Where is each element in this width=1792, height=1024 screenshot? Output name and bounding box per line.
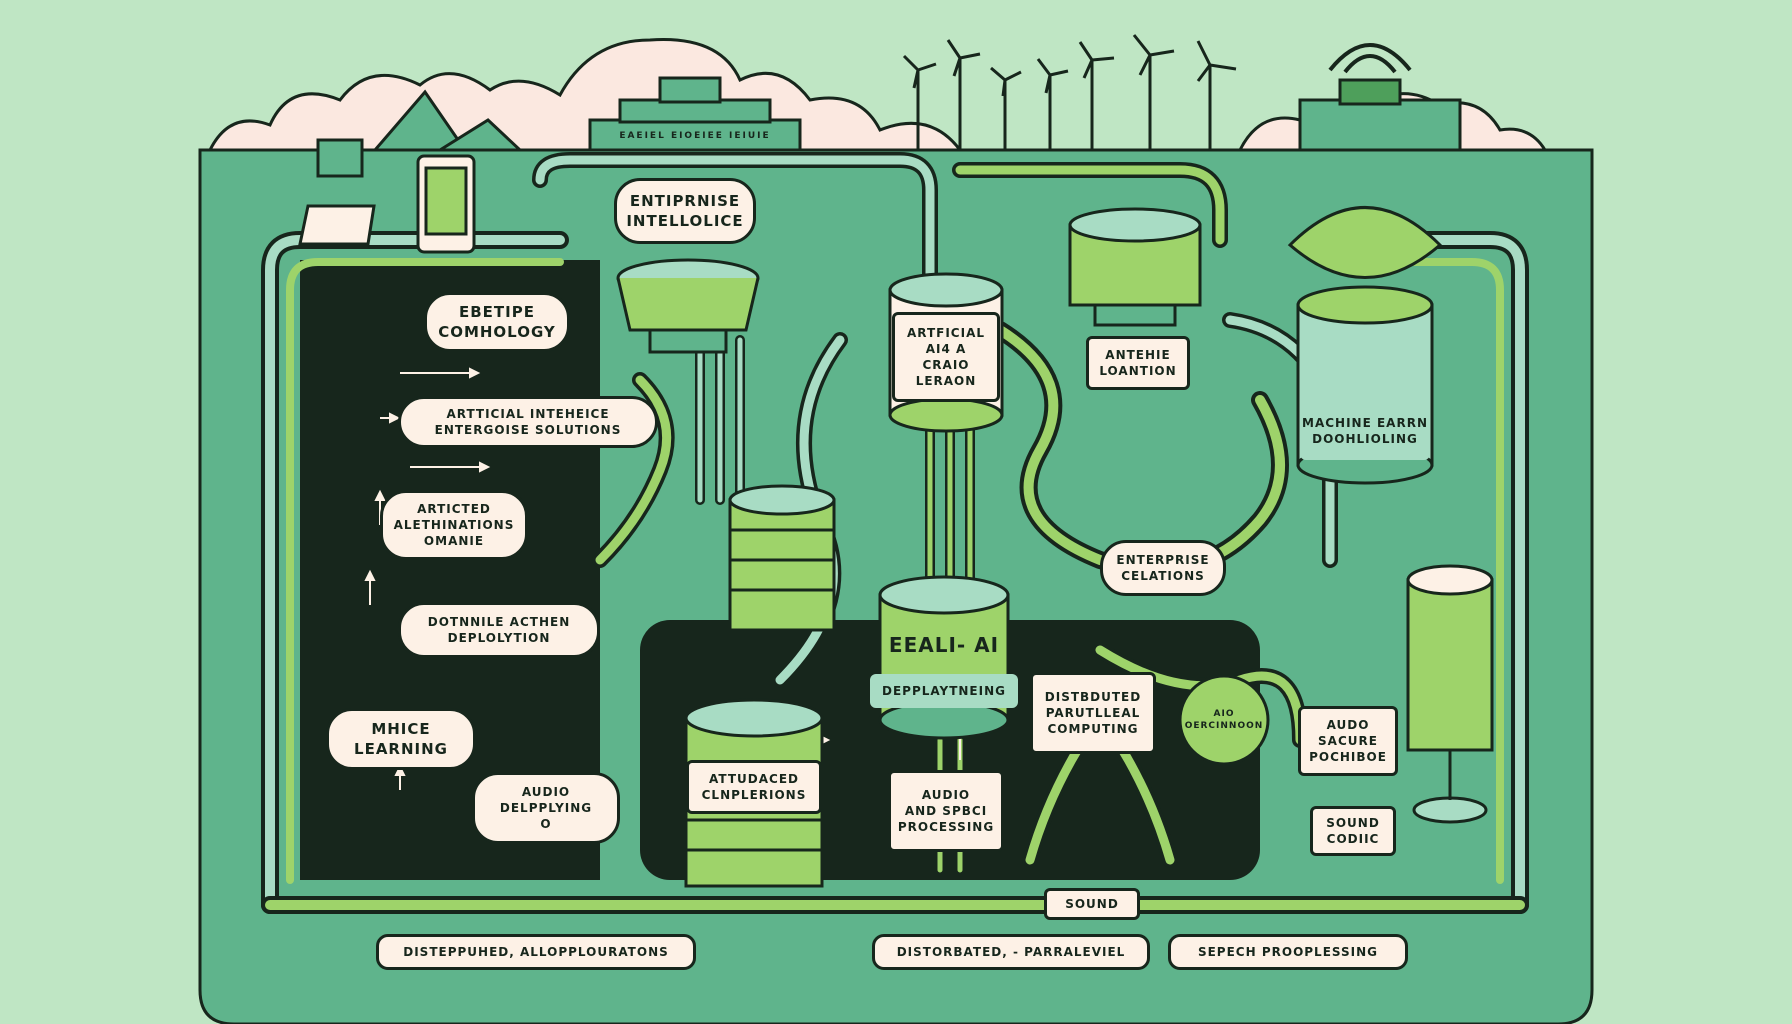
label-artificial-ai-learning: ARTFICIAL AI4 A CRAIO LERAON bbox=[892, 312, 1000, 402]
label-line: SOUND bbox=[1326, 816, 1380, 830]
label-line: CLNPLERIONS bbox=[701, 788, 807, 802]
label-line: SOUND bbox=[1065, 897, 1119, 911]
wind-turbines bbox=[902, 34, 1237, 150]
label-line: AUDIO bbox=[521, 785, 571, 799]
label-line: ALETHINATIONS bbox=[393, 518, 515, 532]
label-line: CRAIO bbox=[922, 358, 970, 372]
label-line: DISTEPPUHED, ALLOPPLOURATONS bbox=[403, 945, 669, 959]
label-line: ANTEHIE bbox=[1105, 348, 1171, 362]
label-bottom-mid: DISTORBATED, - PARRALEVIEL bbox=[872, 934, 1150, 970]
label-line: COMHOLOGY bbox=[438, 323, 556, 341]
label-line: ARTTICIAL INTEHEICE bbox=[446, 407, 610, 421]
label-edge-ai: EEALI- AI bbox=[884, 624, 1004, 666]
label-line: DOOHLIOLING bbox=[1312, 432, 1418, 446]
label-line: DOTNNILE ACTHEN bbox=[427, 615, 571, 629]
label-bottom-right: SEPECH PROOPLESSING bbox=[1168, 934, 1408, 970]
label-line: ENTIPRNISE bbox=[629, 192, 741, 210]
devices bbox=[298, 138, 476, 254]
label-sound-coding: SOUND CODIIC bbox=[1310, 806, 1396, 856]
label-line: SACURE bbox=[1318, 734, 1378, 748]
label-line: PROCESSING bbox=[897, 820, 995, 834]
label-line: LEARNING bbox=[354, 740, 448, 758]
label-line: DELPPLYING bbox=[499, 801, 593, 815]
label-line: EEALI- AI bbox=[888, 633, 1000, 657]
label-line: CELATIONS bbox=[1121, 569, 1205, 583]
label-line: DISTORBATED, - PARRALEVIEL bbox=[896, 945, 1126, 959]
mountains bbox=[371, 89, 524, 152]
label-enterprise-intelligence: ENTIPRNISE INTELLOLICE bbox=[614, 178, 756, 244]
ai-bubble-circle bbox=[1178, 674, 1270, 766]
label-enterprise-technology: EBETIPE COMHOLOGY bbox=[424, 292, 570, 352]
label-line: AUDIO bbox=[921, 788, 971, 802]
label-enterprise-relations: ENTERPRISE CELATIONS bbox=[1100, 540, 1226, 596]
label-line: ATTUDACED bbox=[709, 772, 799, 786]
label-line: POCHIBOE bbox=[1309, 750, 1387, 764]
label-line: AND SPBCI bbox=[904, 804, 988, 818]
label-audio-deploying: AUDIO DELPPLYING O bbox=[472, 772, 620, 844]
label-line: OERCINNOON bbox=[1184, 721, 1264, 731]
tower-center-stack bbox=[728, 484, 836, 632]
label-line: LOANTION bbox=[1099, 364, 1177, 378]
label-line: ENTERPRISE bbox=[1116, 553, 1210, 567]
label-line: EBETIPE bbox=[459, 303, 535, 321]
tower-top-right bbox=[1068, 207, 1202, 327]
label-line: ENTERGOISE SOLUTIONS bbox=[434, 423, 622, 437]
label-bottom-left: DISTEPPUHED, ALLOPPLOURATONS bbox=[376, 934, 696, 970]
label-sound: SOUND bbox=[1044, 888, 1140, 920]
label-line: ARTICTED bbox=[417, 502, 491, 516]
label-line: LERAON bbox=[915, 374, 977, 388]
label-distributed-parallel-computing: DISTBDUTED PARUTLLEAL COMPUTING bbox=[1030, 672, 1156, 754]
label-activated-completions: ATTUDACED CLNPLERIONS bbox=[686, 760, 822, 814]
label-ai-enterprise-solutions: ARTTICIAL INTEHEICE ENTERGOISE SOLUTIONS bbox=[398, 396, 658, 448]
label-line: DISTBDUTED bbox=[1044, 690, 1142, 704]
label-artificial-alternatives: ARTICTED ALETHINATIONS OMANIE bbox=[380, 490, 528, 560]
label-line: INTELLOLICE bbox=[626, 212, 744, 230]
label-line: SEPECH PROOPLESSING bbox=[1197, 945, 1379, 959]
label-audio-speech: AUDIO AND SPBCI PROCESSING bbox=[888, 770, 1004, 852]
label-line: AI4 A bbox=[925, 342, 967, 356]
tower-left-top bbox=[616, 258, 760, 354]
label-line: MACHINE EARRN bbox=[1302, 416, 1428, 430]
label-machine-learning-left: MHICE LEARNING bbox=[326, 708, 476, 770]
label-ai-bubble: AIO OERCINNOON bbox=[1185, 700, 1263, 740]
tower-right bbox=[1406, 564, 1494, 824]
label-line: CODIIC bbox=[1326, 832, 1380, 846]
label-line: AIO bbox=[1213, 709, 1235, 719]
label-machine-learning-right: MACHINE EARRN DOOHLIOLING bbox=[1300, 402, 1430, 460]
label-line: PARUTLLEAL bbox=[1045, 706, 1141, 720]
label-line: COMPUTING bbox=[1047, 722, 1139, 736]
label-deployment: DOTNNILE ACTHEN DEPLOLYTION bbox=[398, 602, 600, 658]
label-line: DEPPLAYTNEING bbox=[881, 684, 1006, 698]
label-line: MHICE bbox=[371, 720, 431, 738]
building-sign: EAEIEL EIOEIEE IEIUIE bbox=[592, 124, 798, 148]
label-line: ARTFICIAL bbox=[906, 326, 986, 340]
label-line: O bbox=[540, 817, 552, 831]
label-line: AUDO bbox=[1326, 718, 1370, 732]
label-audio-secure: AUDO SACURE POCHIBOE bbox=[1298, 706, 1398, 776]
label-edge-ai-deploying: DEPPLAYTNEING bbox=[870, 674, 1018, 708]
label-enterprise-location: ANTEHIE LOANTION bbox=[1086, 336, 1190, 390]
label-line: DEPLOLYTION bbox=[447, 631, 551, 645]
label-line: OMANIE bbox=[423, 534, 485, 548]
label-line: EAEIEL EIOEIEE IEIUIE bbox=[619, 131, 771, 141]
